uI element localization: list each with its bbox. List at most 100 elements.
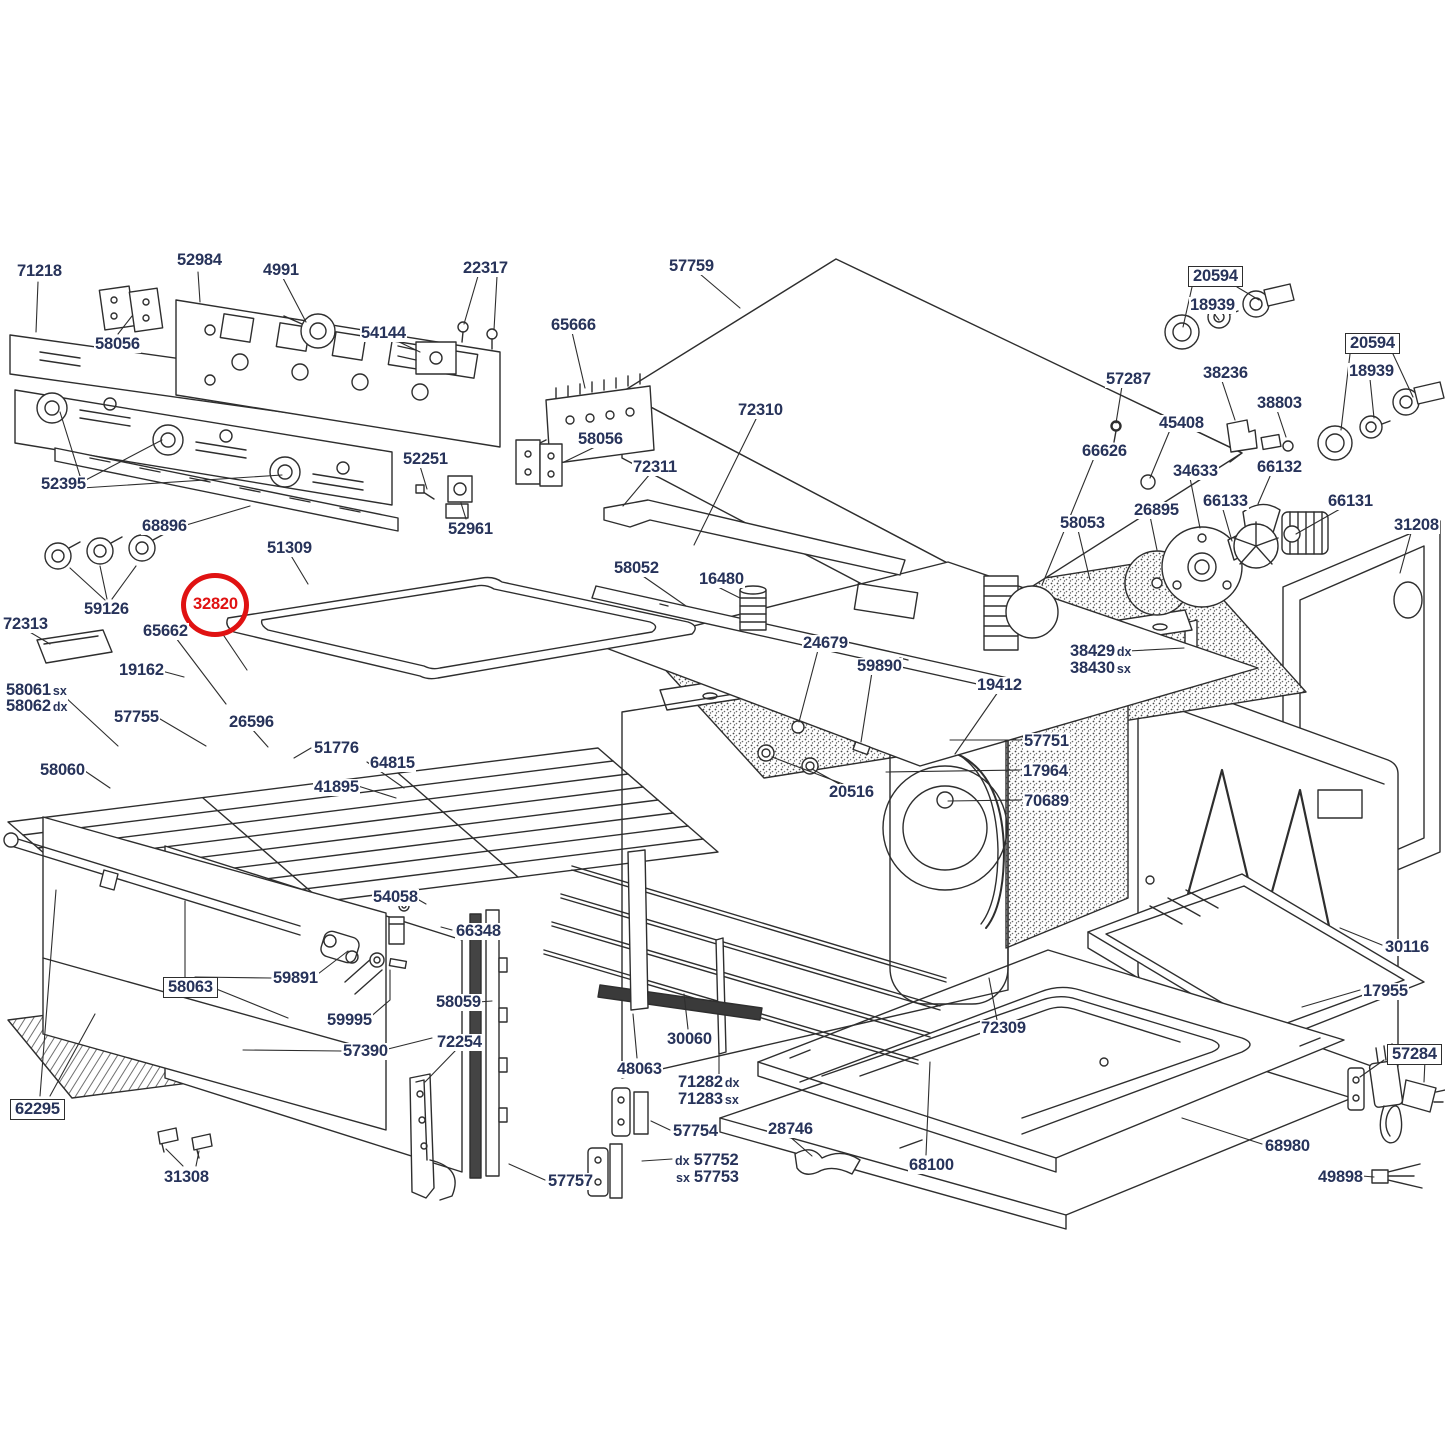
- part-label-20516[interactable]: 20516: [828, 783, 875, 802]
- part-label-71218[interactable]: 71218: [16, 262, 63, 281]
- part-label-66348[interactable]: 66348: [455, 922, 502, 941]
- part-label-58059[interactable]: 58059: [435, 993, 482, 1012]
- part-label-16480[interactable]: 16480: [698, 570, 745, 589]
- grommet-16480: [739, 585, 767, 631]
- part-label-number: 41895: [314, 778, 359, 796]
- part-label-59890[interactable]: 59890: [856, 657, 903, 676]
- door-bottom-trim-30060: [597, 849, 763, 1021]
- part-label-49898[interactable]: 49898: [1317, 1168, 1364, 1187]
- part-label-57751[interactable]: 57751: [1023, 732, 1070, 751]
- part-label-number: 18939: [1349, 362, 1394, 380]
- part-label-number: 66348: [456, 922, 501, 940]
- part-label-57287[interactable]: 57287: [1105, 370, 1152, 389]
- part-label-72309[interactable]: 72309: [980, 1019, 1027, 1038]
- part-label-26596[interactable]: 26596: [228, 713, 275, 732]
- part-label-31308[interactable]: 31308: [163, 1168, 210, 1187]
- part-label-57755[interactable]: 57755: [113, 708, 160, 727]
- clip-38803: [1260, 433, 1294, 452]
- part-label-72254[interactable]: 72254: [436, 1033, 483, 1052]
- part-label-26895[interactable]: 26895: [1133, 501, 1180, 520]
- part-label-24679[interactable]: 24679: [802, 634, 849, 653]
- part-label-58060[interactable]: 58060: [39, 761, 86, 780]
- part-label-62295[interactable]: 62295: [10, 1099, 65, 1121]
- part-label-58052[interactable]: 58052: [613, 559, 660, 578]
- part-label-number: 57757: [548, 1172, 593, 1190]
- part-label-18939[interactable]: 18939: [1189, 296, 1236, 315]
- part-label-number: 51309: [267, 539, 312, 557]
- part-label-72310[interactable]: 72310: [737, 401, 784, 420]
- part-label-52395[interactable]: 52395: [40, 475, 87, 494]
- part-label-51309[interactable]: 51309: [266, 539, 313, 558]
- part-label-52961[interactable]: 52961: [447, 520, 494, 539]
- part-label-72313[interactable]: 72313: [2, 615, 49, 634]
- part-label-58056[interactable]: 58056: [577, 430, 624, 449]
- part-label-number: 66133: [1203, 492, 1248, 510]
- part-label-68896[interactable]: 68896: [141, 517, 188, 536]
- part-label-58053[interactable]: 58053: [1059, 514, 1106, 533]
- part-label-57754[interactable]: 57754: [672, 1122, 719, 1141]
- part-label-34633[interactable]: 34633: [1172, 462, 1219, 481]
- part-label-41895[interactable]: 41895: [313, 778, 360, 797]
- part-label-number: 31208: [1394, 516, 1439, 534]
- part-label-20594[interactable]: 20594: [1345, 333, 1400, 355]
- part-label-18939[interactable]: 18939: [1348, 362, 1395, 381]
- ball-45408: [1140, 474, 1156, 490]
- part-label-57759[interactable]: 57759: [668, 257, 715, 276]
- part-label-72311[interactable]: 72311: [632, 458, 678, 477]
- part-label-54144[interactable]: 54144: [360, 324, 407, 343]
- part-label-68980[interactable]: 68980: [1264, 1137, 1311, 1156]
- part-label-65666[interactable]: 65666: [550, 316, 597, 335]
- part-label-59995[interactable]: 59995: [326, 1011, 373, 1030]
- part-label-30060[interactable]: 30060: [666, 1030, 713, 1049]
- part-label-66626[interactable]: 66626: [1081, 442, 1128, 461]
- part-label-28746[interactable]: 28746: [767, 1120, 814, 1139]
- part-label-57284[interactable]: 57284: [1387, 1044, 1442, 1066]
- part-label-51776[interactable]: 51776: [313, 739, 360, 758]
- part-label-32820[interactable]: 32820: [181, 572, 250, 637]
- part-label-52984[interactable]: 52984: [176, 251, 223, 270]
- part-label-17955[interactable]: 17955: [1362, 982, 1409, 1001]
- part-label-58056[interactable]: 58056: [94, 335, 141, 354]
- part-label-number: 59995: [327, 1011, 372, 1029]
- part-label-66132[interactable]: 66132: [1256, 458, 1303, 477]
- part-label-19162[interactable]: 19162: [118, 661, 165, 680]
- part-label-38803[interactable]: 38803: [1256, 394, 1303, 413]
- part-label-22317[interactable]: 22317: [462, 259, 509, 278]
- part-label-number: 30116: [1385, 938, 1429, 956]
- part-label-54058[interactable]: 54058: [372, 888, 419, 907]
- part-label-57390[interactable]: 57390: [342, 1042, 389, 1061]
- part-label-58063[interactable]: 58063: [163, 977, 218, 999]
- part-label-70689[interactable]: 70689: [1023, 792, 1070, 811]
- part-label-57757[interactable]: 57757: [547, 1172, 594, 1191]
- part-label-52251[interactable]: 52251: [402, 450, 449, 469]
- part-label-number: 66132: [1257, 458, 1302, 476]
- part-label-number: 71282: [678, 1073, 723, 1091]
- part-label-38236[interactable]: 38236: [1202, 364, 1249, 383]
- part-label-30116[interactable]: 30116: [1384, 938, 1430, 957]
- part-label-31208[interactable]: 31208: [1393, 516, 1440, 535]
- part-label-66133[interactable]: 66133: [1202, 492, 1249, 511]
- part-label-number: 57753: [693, 1168, 739, 1186]
- part-label-19412[interactable]: 19412: [976, 676, 1023, 695]
- part-label-68100[interactable]: 68100: [908, 1156, 955, 1175]
- part-label-number: 38803: [1257, 394, 1302, 412]
- part-label-45408[interactable]: 45408: [1158, 414, 1205, 433]
- part-label-4991[interactable]: 4991: [262, 261, 300, 280]
- part-label-59126[interactable]: 59126: [83, 600, 130, 619]
- part-label-48063[interactable]: 48063: [616, 1060, 663, 1079]
- part-label-20594[interactable]: 20594: [1188, 266, 1243, 288]
- part-label-66131[interactable]: 66131: [1327, 492, 1374, 511]
- part-label-65662[interactable]: 65662: [142, 622, 189, 641]
- part-label-59891[interactable]: 59891: [272, 969, 319, 988]
- part-label-17964[interactable]: 17964: [1022, 762, 1069, 781]
- part-label-number: 59126: [84, 600, 129, 618]
- part-label-64815[interactable]: 64815: [369, 754, 416, 773]
